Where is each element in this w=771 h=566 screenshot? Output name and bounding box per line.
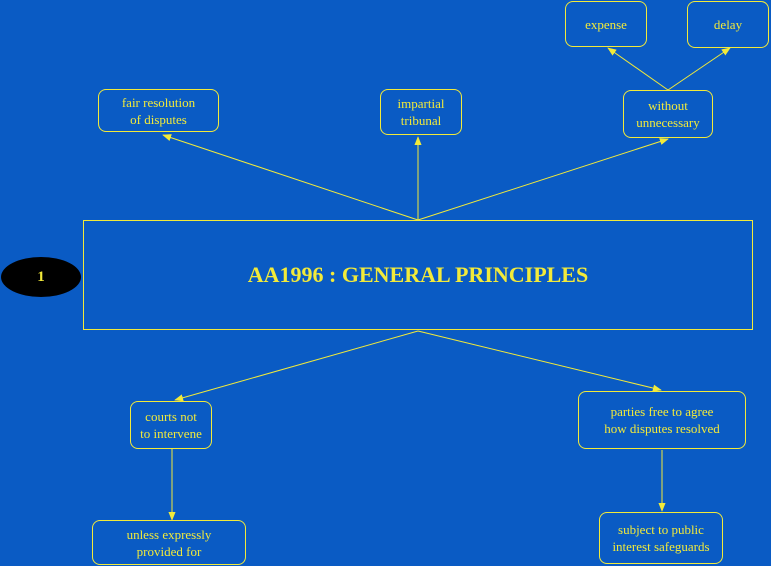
link-without-delay — [667, 47, 731, 91]
node-impartial-tribunal: impartial tribunal — [380, 89, 462, 135]
link-central-without-unnecessary — [417, 138, 669, 221]
link-central-parties-free — [417, 330, 662, 392]
node-without-unnecessary: without unnecessary — [623, 90, 713, 138]
link-central-courts-not — [174, 330, 419, 402]
link-central-fair-resolution — [162, 134, 419, 221]
link-without-expense — [607, 47, 669, 91]
central-topic-box: AA1996 : GENERAL PRINCIPLES — [83, 220, 753, 330]
node-parties-free: parties free to agree how disputes resol… — [578, 391, 746, 449]
slide-number-badge: 1 — [1, 257, 81, 297]
node-delay: delay — [687, 1, 769, 48]
node-courts-not-intervene: courts not to intervene — [130, 401, 212, 449]
node-unless-expressly: unless expressly provided for — [92, 520, 246, 565]
node-expense: expense — [565, 1, 647, 47]
node-fair-resolution: fair resolution of disputes — [98, 89, 219, 132]
central-topic-label: AA1996 : GENERAL PRINCIPLES — [247, 262, 589, 287]
node-subject-public-interest: subject to public interest safeguards — [599, 512, 723, 564]
